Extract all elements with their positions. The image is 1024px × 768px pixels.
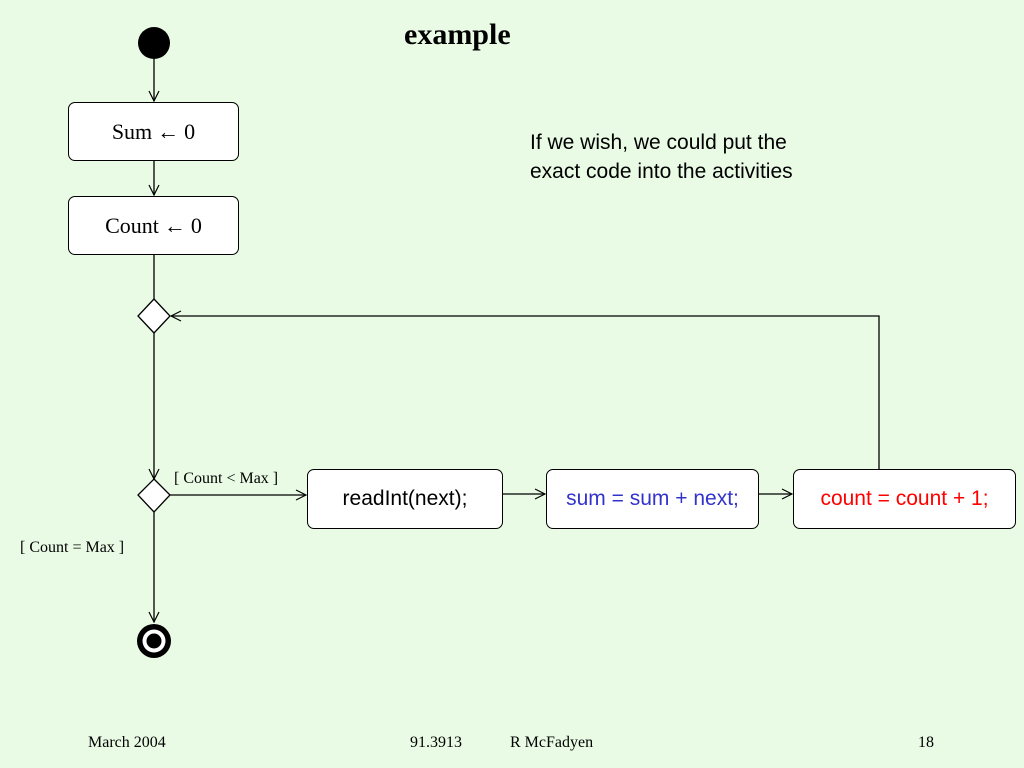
- footer-date: March 2004: [88, 734, 166, 751]
- left-arrow-icon: ←: [163, 212, 186, 238]
- activity-count-update: count = count + 1;: [793, 469, 1016, 529]
- activity-read-int: readInt(next);: [307, 469, 503, 529]
- note-line-2: exact code into the activities: [530, 160, 793, 183]
- activity-count-init: Count ← 0: [68, 196, 239, 255]
- footer-course: 91.3913: [410, 734, 462, 751]
- guard-count-less-max: [ Count < Max ]: [174, 470, 279, 487]
- merge-node: [137, 298, 171, 334]
- activity-sum-update: sum = sum + next;: [546, 469, 759, 529]
- note-line-1: If we wish, we could put the: [530, 131, 787, 154]
- guard-count-equals-max: [ Count = Max ]: [20, 539, 125, 556]
- initial-node: [138, 27, 170, 59]
- count-init-value: 0: [190, 212, 202, 238]
- sum-init-value: 0: [184, 118, 196, 144]
- final-node-core: [146, 633, 162, 649]
- count-init-var: Count: [105, 212, 159, 238]
- activity-sum-init: Sum ← 0: [68, 102, 239, 161]
- left-arrow-icon: ←: [157, 118, 180, 144]
- footer-page-number: 18: [918, 734, 934, 751]
- slide-note: If we wish, we could put the exact code …: [530, 128, 890, 186]
- sum-init-var: Sum: [111, 118, 153, 144]
- slide-title: example: [404, 18, 511, 51]
- footer-author: R McFadyen: [510, 734, 594, 751]
- decision-node: [137, 478, 171, 513]
- flow-loop-back: [171, 316, 880, 469]
